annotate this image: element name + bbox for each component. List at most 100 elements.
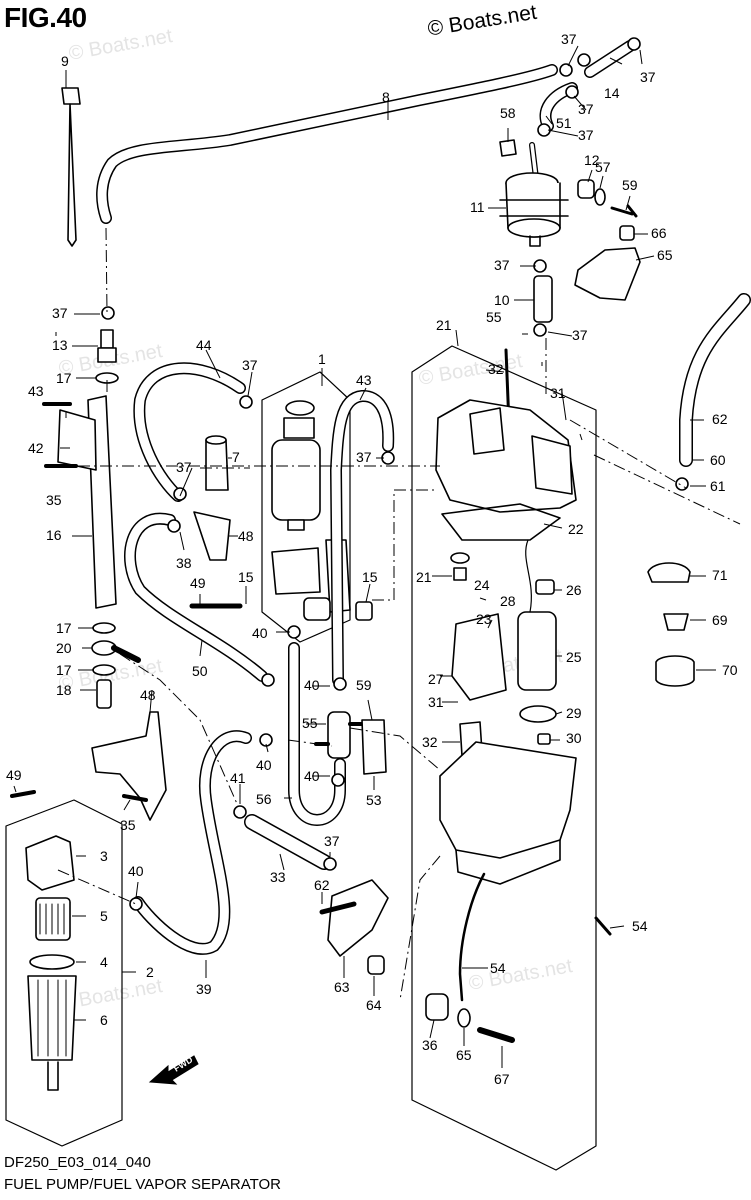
callout-label: 15: [362, 569, 378, 585]
callout-label: 23: [476, 611, 492, 627]
callout-label: 40: [304, 768, 320, 784]
callout-label: 55: [486, 309, 502, 325]
diagram-code: DF250_E03_014_040: [4, 1154, 151, 1171]
callout-label: 24: [474, 577, 490, 593]
callout-label: 43: [28, 383, 44, 399]
callout-label: 6: [100, 1012, 108, 1028]
callout-label: 64: [366, 997, 382, 1013]
callout-label: 18: [56, 682, 72, 698]
callout-label: 2: [146, 964, 154, 980]
bolt: [499, 139, 517, 157]
callout-label: 62: [314, 877, 330, 893]
callout-label: 60: [710, 452, 726, 468]
fuel-hose-pump-outlet: [330, 390, 395, 686]
callout-label: 37: [324, 833, 340, 849]
vapor-separator-group-outline: [411, 345, 597, 1171]
diagram-title: FUEL PUMP/FUEL VAPOR SEPARATOR: [4, 1176, 282, 1193]
valve-bracket: [361, 719, 387, 775]
callout-label: 43: [356, 372, 372, 388]
callout-label: 56: [256, 791, 272, 807]
callout-label: 59: [356, 677, 372, 693]
hose-clamps: [101, 37, 689, 911]
ghost-watermark: © Boats.net: [467, 955, 574, 995]
callout-label: 21: [416, 569, 432, 585]
callout-label: 65: [657, 247, 673, 263]
callout-label: 16: [46, 527, 62, 543]
callout-label: 10: [494, 292, 510, 308]
callout-label: 17: [56, 370, 72, 386]
fuel-hose-lower: [124, 512, 268, 682]
callout-label: 71: [712, 567, 728, 583]
fuel-pump: [271, 400, 321, 531]
bolt: [477, 1027, 515, 1043]
washer: [457, 1008, 471, 1028]
callout-label: 3: [100, 848, 108, 864]
callout-label: 39: [196, 981, 212, 997]
bolt: [619, 225, 635, 241]
hose-clamp: [647, 562, 691, 583]
vent-hose: [679, 293, 751, 467]
callout-label: 17: [56, 662, 72, 678]
callout-label: 44: [196, 337, 212, 353]
callout-label: 54: [632, 918, 648, 934]
screw: [594, 916, 612, 936]
hose-sleeve: [205, 435, 229, 491]
fuel-hose-long-lower: [132, 730, 252, 955]
grommet: [367, 955, 385, 975]
callout-label: 51: [556, 115, 572, 131]
drain-hose: [458, 872, 486, 1002]
filter-head: [25, 835, 75, 891]
fuel-hose-long: [96, 64, 558, 224]
bolt: [319, 901, 357, 915]
callout-label: 36: [422, 1037, 438, 1053]
callout-label: 37: [356, 449, 372, 465]
callout-label: 37: [561, 31, 577, 47]
callout-label: 62: [712, 411, 728, 427]
callout-label: 30: [566, 730, 582, 746]
callout-label: 15: [238, 569, 254, 585]
callout-label: 66: [651, 225, 667, 241]
fuel-filter-assembly: [499, 142, 569, 247]
callout-label: 49: [6, 767, 22, 783]
callout-label: 33: [270, 869, 286, 885]
grommet: [425, 993, 449, 1021]
callout-label: 40: [304, 677, 320, 693]
bolt: [610, 204, 638, 218]
cover-gasket: [441, 503, 561, 541]
callout-label: 7: [232, 449, 240, 465]
callout-label: 27: [428, 671, 444, 687]
callout-label: 32: [422, 734, 438, 750]
hose-fitting: [450, 552, 470, 581]
grommet: [535, 579, 555, 595]
fuel-hose-straight: [244, 814, 332, 870]
callout-label: 61: [710, 478, 726, 494]
pump-strap: [271, 547, 321, 595]
fuel-rail: [57, 395, 117, 609]
filter-cup: [27, 975, 77, 1091]
rubber-seal: [577, 179, 595, 199]
hose-clamp: [655, 655, 695, 687]
fuel-pump-group-outline: [261, 371, 351, 643]
callout-label: 8: [382, 89, 390, 105]
callout-label: 20: [56, 640, 72, 656]
callout-label: 28: [500, 593, 516, 609]
callout-label: 59: [622, 177, 638, 193]
grommet: [663, 613, 689, 631]
callout-label: 55: [302, 715, 318, 731]
bolt: [96, 679, 112, 709]
callout-label: 37: [494, 257, 510, 273]
callout-label: 48: [238, 528, 254, 544]
callout-label: 40: [256, 757, 272, 773]
callout-label: 35: [120, 817, 136, 833]
grommet: [355, 601, 373, 621]
forward-arrow-icon: FWD: [148, 1054, 199, 1085]
callout-label: 70: [722, 662, 738, 678]
callout-label: 1: [318, 351, 326, 367]
hose-fitting: [97, 329, 117, 363]
callout-label: 38: [176, 555, 192, 571]
callout-label: 42: [28, 440, 44, 456]
washer: [594, 188, 606, 206]
fuel-hose-u: [288, 642, 346, 826]
callout-label: 25: [566, 649, 582, 665]
